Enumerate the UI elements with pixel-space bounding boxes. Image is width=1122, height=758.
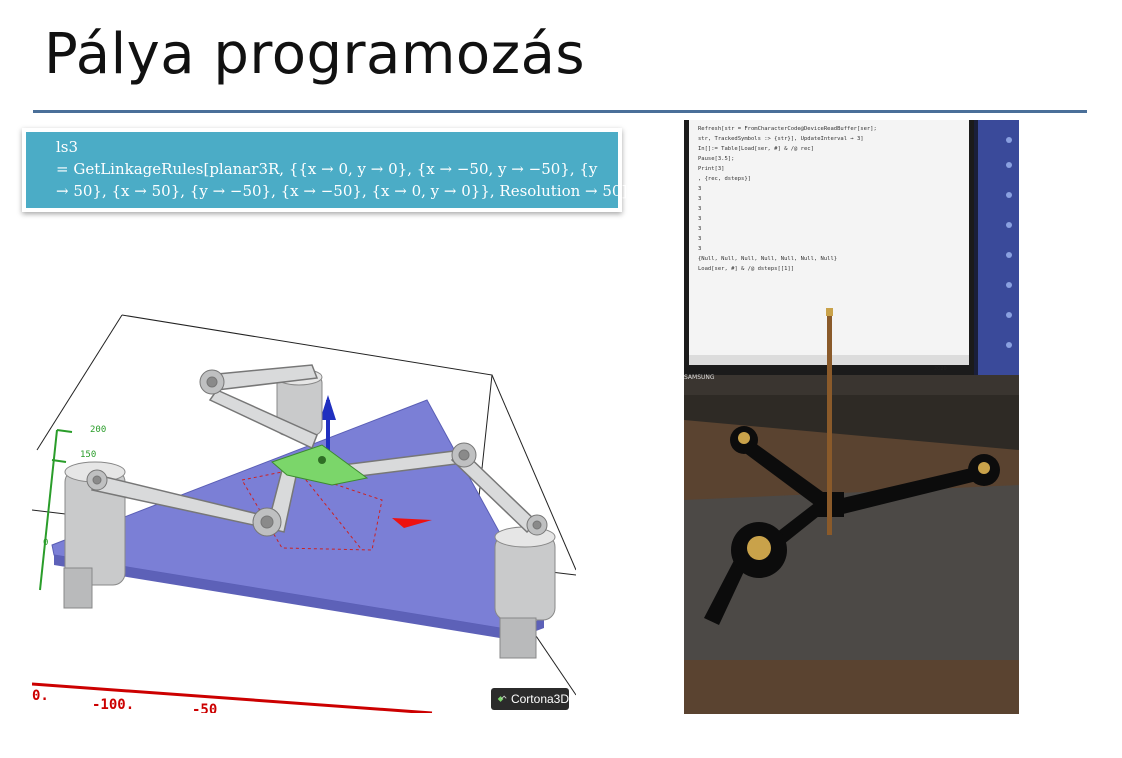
screen-code-line: 3 <box>698 196 702 202</box>
leg-left <box>63 567 93 609</box>
tick-y200: 200 <box>90 425 107 435</box>
tick-x0: 0. <box>32 688 49 704</box>
cortona-logo-icon <box>497 695 507 702</box>
y-axis <box>39 429 73 591</box>
screen-code-line: In[]:= Table[Load[ser, #] & /@ rec] <box>698 146 814 152</box>
code-cell-body: ls3 = GetLinkageRules[planar3R, {{x → 0,… <box>26 132 633 208</box>
screen-code-lines: Refresh[str = FromCharacterCode@DeviceRe… <box>698 124 958 274</box>
x-axis <box>32 682 433 713</box>
screen-code-line: 3 <box>698 206 702 212</box>
code-cell[interactable]: ls3 = GetLinkageRules[planar3R, {{x → 0,… <box>22 128 633 212</box>
x-axis-arrow <box>392 518 432 528</box>
screen-code-line: 3 <box>698 226 702 232</box>
screen-code-line: 3 <box>698 236 702 242</box>
robot-photo-image <box>684 120 1019 714</box>
tick-y0: 0 <box>43 538 49 548</box>
code-line-2: = GetLinkageRules[planar3R, {{x → 0, y →… <box>56 160 598 178</box>
tick-xm50: -50 <box>192 702 218 713</box>
title-divider <box>33 110 1087 113</box>
end-effector <box>271 444 369 486</box>
linkage-3d-viewer[interactable]: 200 150 0 0. -100. -50 <box>32 300 576 713</box>
screen-code-line: , {rec, dsteps}] <box>698 176 751 182</box>
monitor-brand: SAMSUNG <box>684 374 715 381</box>
screen-code-line: {Null, Null, Null, Null, Null, Null, Nul… <box>698 256 838 262</box>
screen-code: Refresh[str = FromCharacterCode@DeviceRe… <box>698 124 958 274</box>
screen-code-line: Pause[3.5]; <box>698 156 735 162</box>
slide-title: Pálya programozás <box>44 22 586 87</box>
screen-time-label: 2020 <box>934 366 947 372</box>
tick-xm100: -100. <box>92 697 135 713</box>
code-line-1: ls3 <box>56 138 79 156</box>
robot-photo: Refresh[str = FromCharacterCode@DeviceRe… <box>684 120 1019 714</box>
code-line-3: → 50}, {x → 50}, {y → −50}, {x → −50}, {… <box>56 182 633 200</box>
cortona3d-label: Cortona3D <box>510 692 569 706</box>
screen-code-line: Print[3] <box>698 166 725 172</box>
cortona3d-badge[interactable]: Cortona3D <box>491 688 569 710</box>
screen-code-line: 3 <box>698 246 702 252</box>
tick-y150: 150 <box>80 450 97 460</box>
screen-code-line: 3 <box>698 186 702 192</box>
leg-right <box>499 617 537 659</box>
screen-code-line: Load[ser, #] & /@ dsteps[[1]] <box>698 266 795 272</box>
screen-code-line: 3 <box>698 216 702 222</box>
screen-code-line: Refresh[str = FromCharacterCode@DeviceRe… <box>698 126 877 132</box>
linkage-render <box>32 314 576 713</box>
effector-center <box>318 456 326 464</box>
joint-rings <box>86 369 548 537</box>
screen-code-line: str, TrackedSymbols :> {str}], UpdateInt… <box>698 136 864 142</box>
platform-edge <box>54 555 544 640</box>
